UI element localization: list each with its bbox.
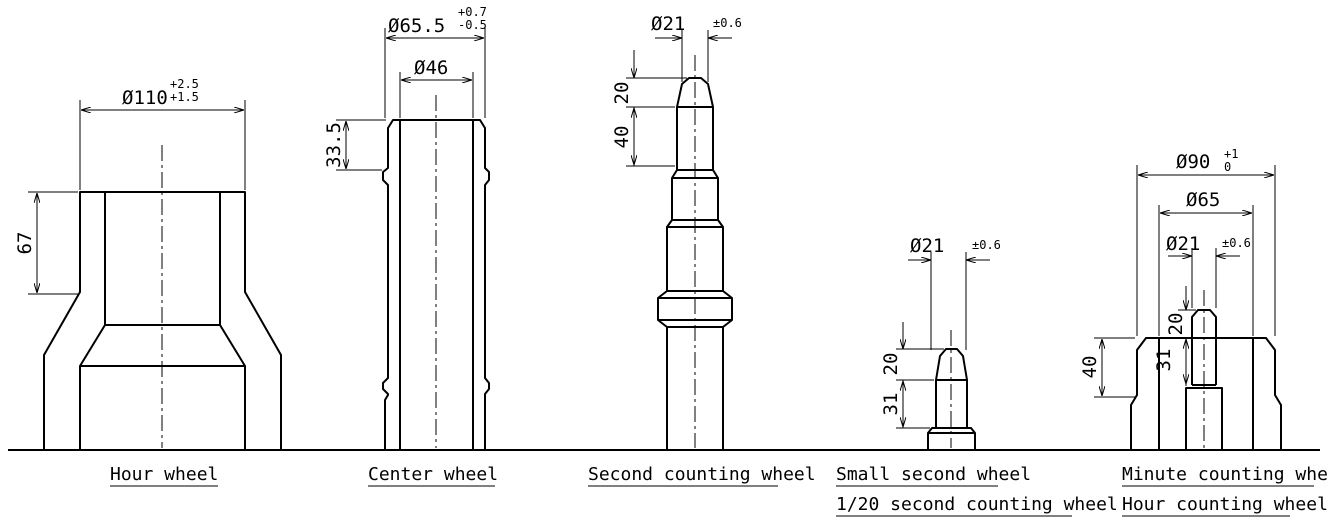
hour-wheel-caption: Hour wheel: [110, 464, 218, 485]
second-counting-wheel-drawing: Ø21 ±0.6 20 40 Second counting wheel: [588, 13, 816, 487]
hour-wheel-height-label: 67: [14, 232, 36, 255]
second-counting-wheel-shank-label: 40: [611, 126, 633, 149]
center-wheel-tol-upper: +0.7: [458, 5, 487, 19]
small-second-wheel-caption: Small second wheel: [836, 464, 1031, 485]
minute-counting-wheel-tip-label: 20: [1165, 313, 1187, 336]
center-wheel-caption: Center wheel: [368, 464, 498, 485]
minute-counting-wheel-pin-height-label: 31: [1153, 349, 1175, 372]
small-second-wheel-diameter-label: Ø21: [910, 235, 944, 257]
minute-counting-wheel-pin-tol: ±0.6: [1222, 236, 1251, 250]
second-counting-wheel-caption: Second counting wheel: [588, 464, 816, 485]
center-wheel-inner-label: Ø46: [414, 57, 448, 79]
center-wheel-outer-label: Ø65.5: [388, 15, 445, 37]
hour-wheel-diameter-label: Ø110: [122, 87, 168, 109]
hour-wheel-tol-lower: +1.5: [170, 90, 199, 104]
hour-wheel-inner-left: [79, 192, 106, 450]
minute-counting-wheel-drawing: Ø90 +1 0 Ø65 Ø21 ±0.6 40 20 31 Minute co…: [1079, 147, 1328, 517]
small-second-wheel-caption2: 1/20 second counting wheel: [836, 494, 1118, 515]
center-wheel-drawing: Ø65.5 +0.7 -0.5 Ø46 33.5 Center wheel: [323, 5, 498, 487]
minute-counting-wheel-outline: [1130, 337, 1282, 450]
minute-counting-wheel-tol-lower: 0: [1224, 160, 1231, 174]
small-second-wheel-shank-label: 31: [880, 393, 902, 416]
second-counting-wheel-tol-label: ±0.6: [713, 16, 742, 30]
small-second-wheel-drawing: Ø21 ±0.6 20 31 Small second wheel 1/20 s…: [836, 235, 1118, 517]
second-counting-wheel-diameter-label: Ø21: [651, 13, 685, 35]
minute-counting-wheel-tol-upper: +1: [1224, 147, 1238, 161]
second-counting-wheel-tip-label: 20: [611, 82, 633, 105]
minute-counting-wheel-pin-label: Ø21: [1166, 233, 1200, 255]
minute-counting-wheel-body-label: 40: [1079, 356, 1101, 379]
small-second-wheel-tol-label: ±0.6: [972, 238, 1001, 252]
center-wheel-tol-lower: -0.5: [458, 18, 487, 32]
center-wheel-height-label: 33.5: [323, 122, 345, 168]
minute-counting-wheel-caption: Minute counting wheel: [1122, 464, 1328, 485]
center-wheel-outline: [382, 119, 490, 450]
minute-counting-wheel-mid-label: Ø65: [1186, 189, 1220, 211]
small-second-wheel-tip-label: 20: [880, 353, 902, 376]
hour-wheel-drawing: Ø110 +2.5 +1.5 67 Hour wheel: [14, 77, 282, 487]
hour-wheel-tol-upper: +2.5: [170, 77, 199, 91]
minute-counting-wheel-caption2: Hour counting wheel: [1122, 494, 1328, 515]
minute-counting-wheel-outer-label: Ø90: [1176, 151, 1210, 173]
hour-wheel-inner-right: [219, 192, 246, 450]
